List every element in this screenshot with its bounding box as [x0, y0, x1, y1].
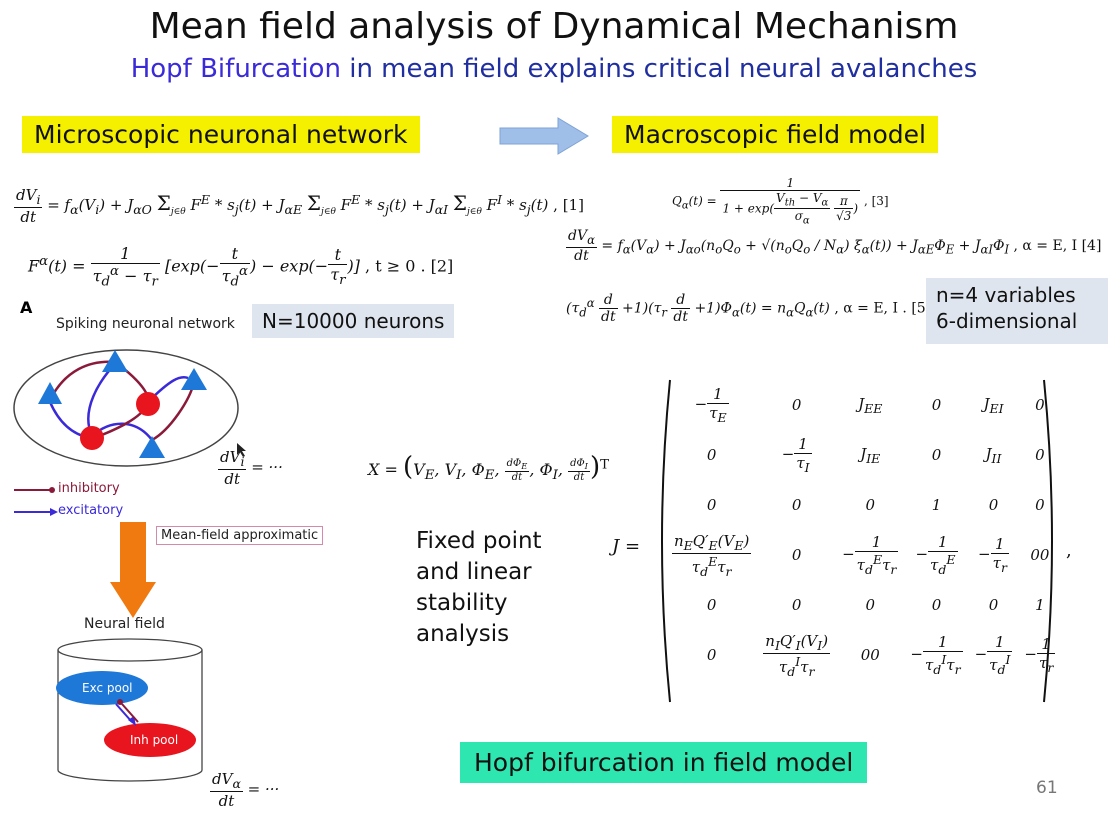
network-title: Spiking neuronal network [56, 316, 235, 332]
down-arrow-icon [110, 522, 156, 618]
analysis-line-1: Fixed point [416, 528, 542, 554]
variables-line-2: 6-dimensional [936, 309, 1078, 333]
mouse-cursor-icon [237, 443, 246, 457]
jacobian-label: J = [612, 536, 641, 557]
analysis-line-4: analysis [416, 621, 510, 647]
exc-pool-label: Exc pool [82, 681, 133, 695]
neuron-count-box: N=10000 neurons [252, 304, 455, 338]
matrix-left-paren [661, 379, 671, 703]
legend-lines [14, 487, 58, 516]
neuron-count-text: N=10000 neurons [262, 309, 445, 333]
excitatory-neuron-3 [181, 368, 207, 390]
legend-excitatory: excitatory [58, 503, 124, 518]
analysis-line-2: and linear [416, 559, 532, 585]
neural-field-cylinder [56, 638, 203, 782]
variables-box: n=4 variables 6-dimensional [926, 278, 1108, 344]
inhibitory-neuron-2 [80, 426, 104, 450]
inh-pool-label: Inh pool [130, 733, 179, 747]
analysis-text: Fixed point and linear stability analysi… [416, 526, 542, 650]
legend-inhibitory: inhibitory [58, 481, 120, 496]
subtitle-rest: in mean field explains critical neural a… [340, 54, 978, 84]
panel-letter: A [20, 298, 33, 317]
excitatory-neuron-1 [38, 382, 62, 404]
analysis-line-3: stability [416, 590, 508, 616]
spiking-network-diagram [13, 349, 239, 467]
variables-line-1: n=4 variables [936, 283, 1076, 307]
mean-field-approx-label: Mean-field approximatic [156, 526, 324, 545]
excitatory-neuron-2 [102, 350, 128, 372]
right-arrow-icon [499, 117, 589, 155]
excitatory-neuron-4 [139, 436, 165, 458]
subtitle-highlight: Hopf Bifurcation [130, 54, 341, 84]
matrix-right-paren [1043, 379, 1053, 703]
matrix-comma: , [1066, 540, 1072, 561]
page-number: 61 [1036, 778, 1058, 798]
hopf-bifurcation-tag: Hopf bifurcation in field model [460, 742, 868, 783]
neural-field-title: Neural field [84, 616, 165, 632]
macro-tag: Macroscopic field model [612, 116, 938, 153]
micro-tag: Microscopic neuronal network [22, 116, 420, 153]
page-title: Mean field analysis of Dynamical Mechani… [149, 6, 959, 47]
subtitle: Hopf Bifurcation in mean field explains … [0, 54, 1108, 84]
inhibitory-neuron-1 [136, 392, 160, 416]
